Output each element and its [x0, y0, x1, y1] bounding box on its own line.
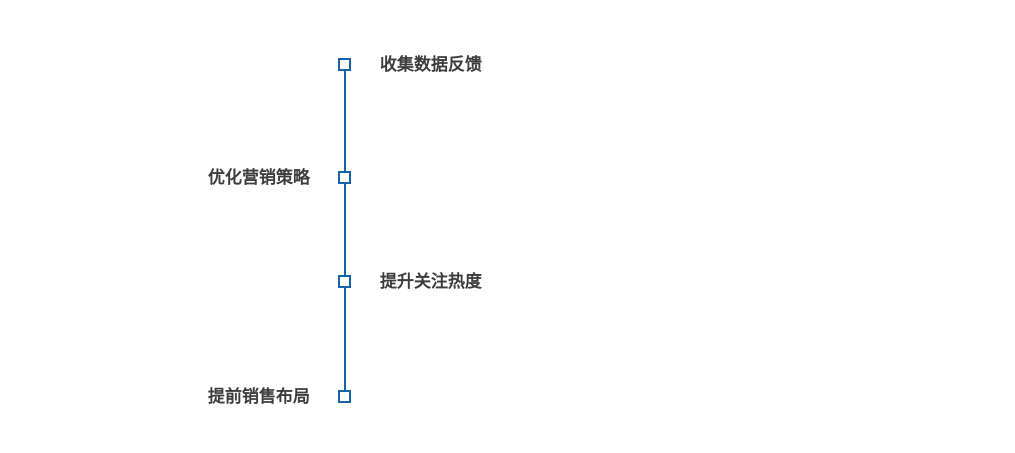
node-square-marker-icon: [338, 275, 351, 288]
node-label: 提升关注热度: [380, 272, 482, 291]
node-square-marker-icon: [338, 58, 351, 71]
node-label: 优化营销策略: [208, 168, 310, 187]
node-square-marker-icon: [338, 171, 351, 184]
node-label: 提前销售布局: [208, 387, 310, 406]
node-square-marker-icon: [338, 390, 351, 403]
timeline-line: [344, 65, 346, 396]
node-label: 收集数据反馈: [380, 55, 482, 74]
